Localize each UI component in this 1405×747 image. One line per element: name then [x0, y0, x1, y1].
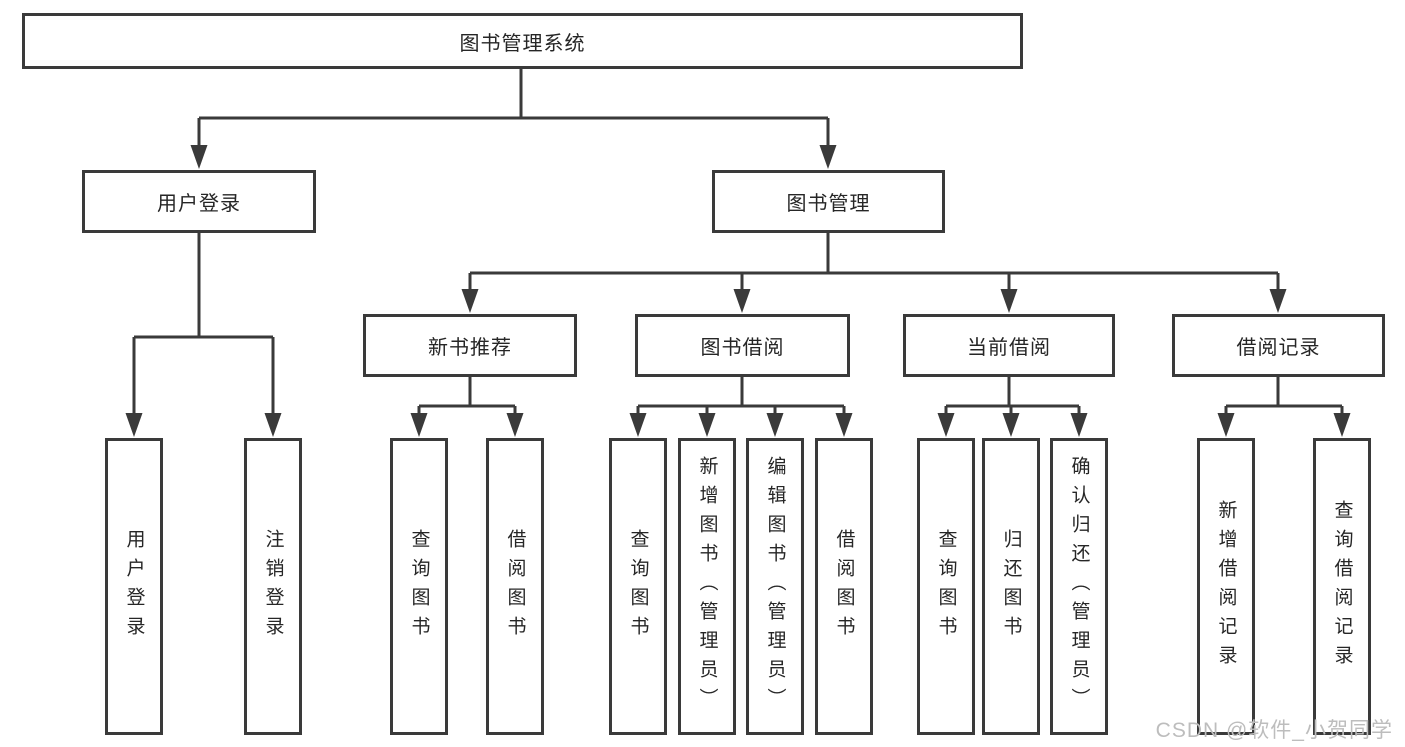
leaf-query-books-borrow: 查询图书	[609, 438, 667, 735]
leaf-label: 新增借阅记录	[1215, 499, 1237, 674]
leaf-borrow-books-rec: 借阅图书	[486, 438, 544, 735]
leaf-add-borrow-record: 新增借阅记录	[1197, 438, 1255, 735]
node-book-management: 图书管理	[712, 170, 945, 233]
leaf-query-books-rec: 查询图书	[390, 438, 448, 735]
connector-borrow-records-to-leaves	[1217, 377, 1351, 437]
leaf-query-books-current: 查询图书	[917, 438, 975, 735]
leaf-label: 查询图书	[408, 528, 430, 645]
csdn-watermark: CSDN @软件_小贺同学	[1155, 719, 1393, 742]
leaf-label: 新增图书（管理员）	[696, 456, 718, 717]
leaf-label: 查询图书	[935, 528, 957, 645]
node-current-borrowing: 当前借阅	[903, 314, 1115, 377]
connector-current-borrow-to-leaves	[937, 377, 1088, 437]
leaf-logout: 注销登录	[244, 438, 302, 735]
node-borrowing-records: 借阅记录	[1172, 314, 1385, 377]
leaf-edit-books-admin: 编辑图书（管理员）	[746, 438, 804, 735]
node-user-login: 用户登录	[82, 170, 316, 233]
node-library-management-system: 图书管理系统	[22, 13, 1023, 69]
leaf-label: 编辑图书（管理员）	[764, 456, 786, 717]
leaf-label: 确认归还（管理员）	[1068, 456, 1090, 717]
leaf-label: 借阅图书	[504, 528, 526, 645]
leaf-label: 查询借阅记录	[1331, 499, 1353, 674]
leaf-label: 归还图书	[1000, 528, 1022, 645]
leaf-label: 注销登录	[262, 528, 284, 645]
leaf-label: 查询图书	[627, 528, 649, 645]
node-book-borrowing: 图书借阅	[635, 314, 850, 377]
leaf-confirm-return-admin: 确认归还（管理员）	[1050, 438, 1108, 735]
connector-user-login-to-leaves	[125, 233, 282, 437]
connector-root-to-level2	[190, 69, 837, 169]
connector-new-book-rec-to-leaves	[410, 377, 524, 437]
connector-book-borrow-to-leaves	[629, 377, 853, 437]
leaf-label: 用户登录	[123, 528, 145, 645]
leaf-query-borrow-record: 查询借阅记录	[1313, 438, 1371, 735]
leaf-user-login: 用户登录	[105, 438, 163, 735]
leaf-return-books: 归还图书	[982, 438, 1040, 735]
leaf-borrow-books: 借阅图书	[815, 438, 873, 735]
node-new-book-recommendation: 新书推荐	[363, 314, 577, 377]
leaf-add-books-admin: 新增图书（管理员）	[678, 438, 736, 735]
leaf-label: 借阅图书	[833, 528, 855, 645]
connector-book-management-to-level3	[461, 233, 1287, 313]
